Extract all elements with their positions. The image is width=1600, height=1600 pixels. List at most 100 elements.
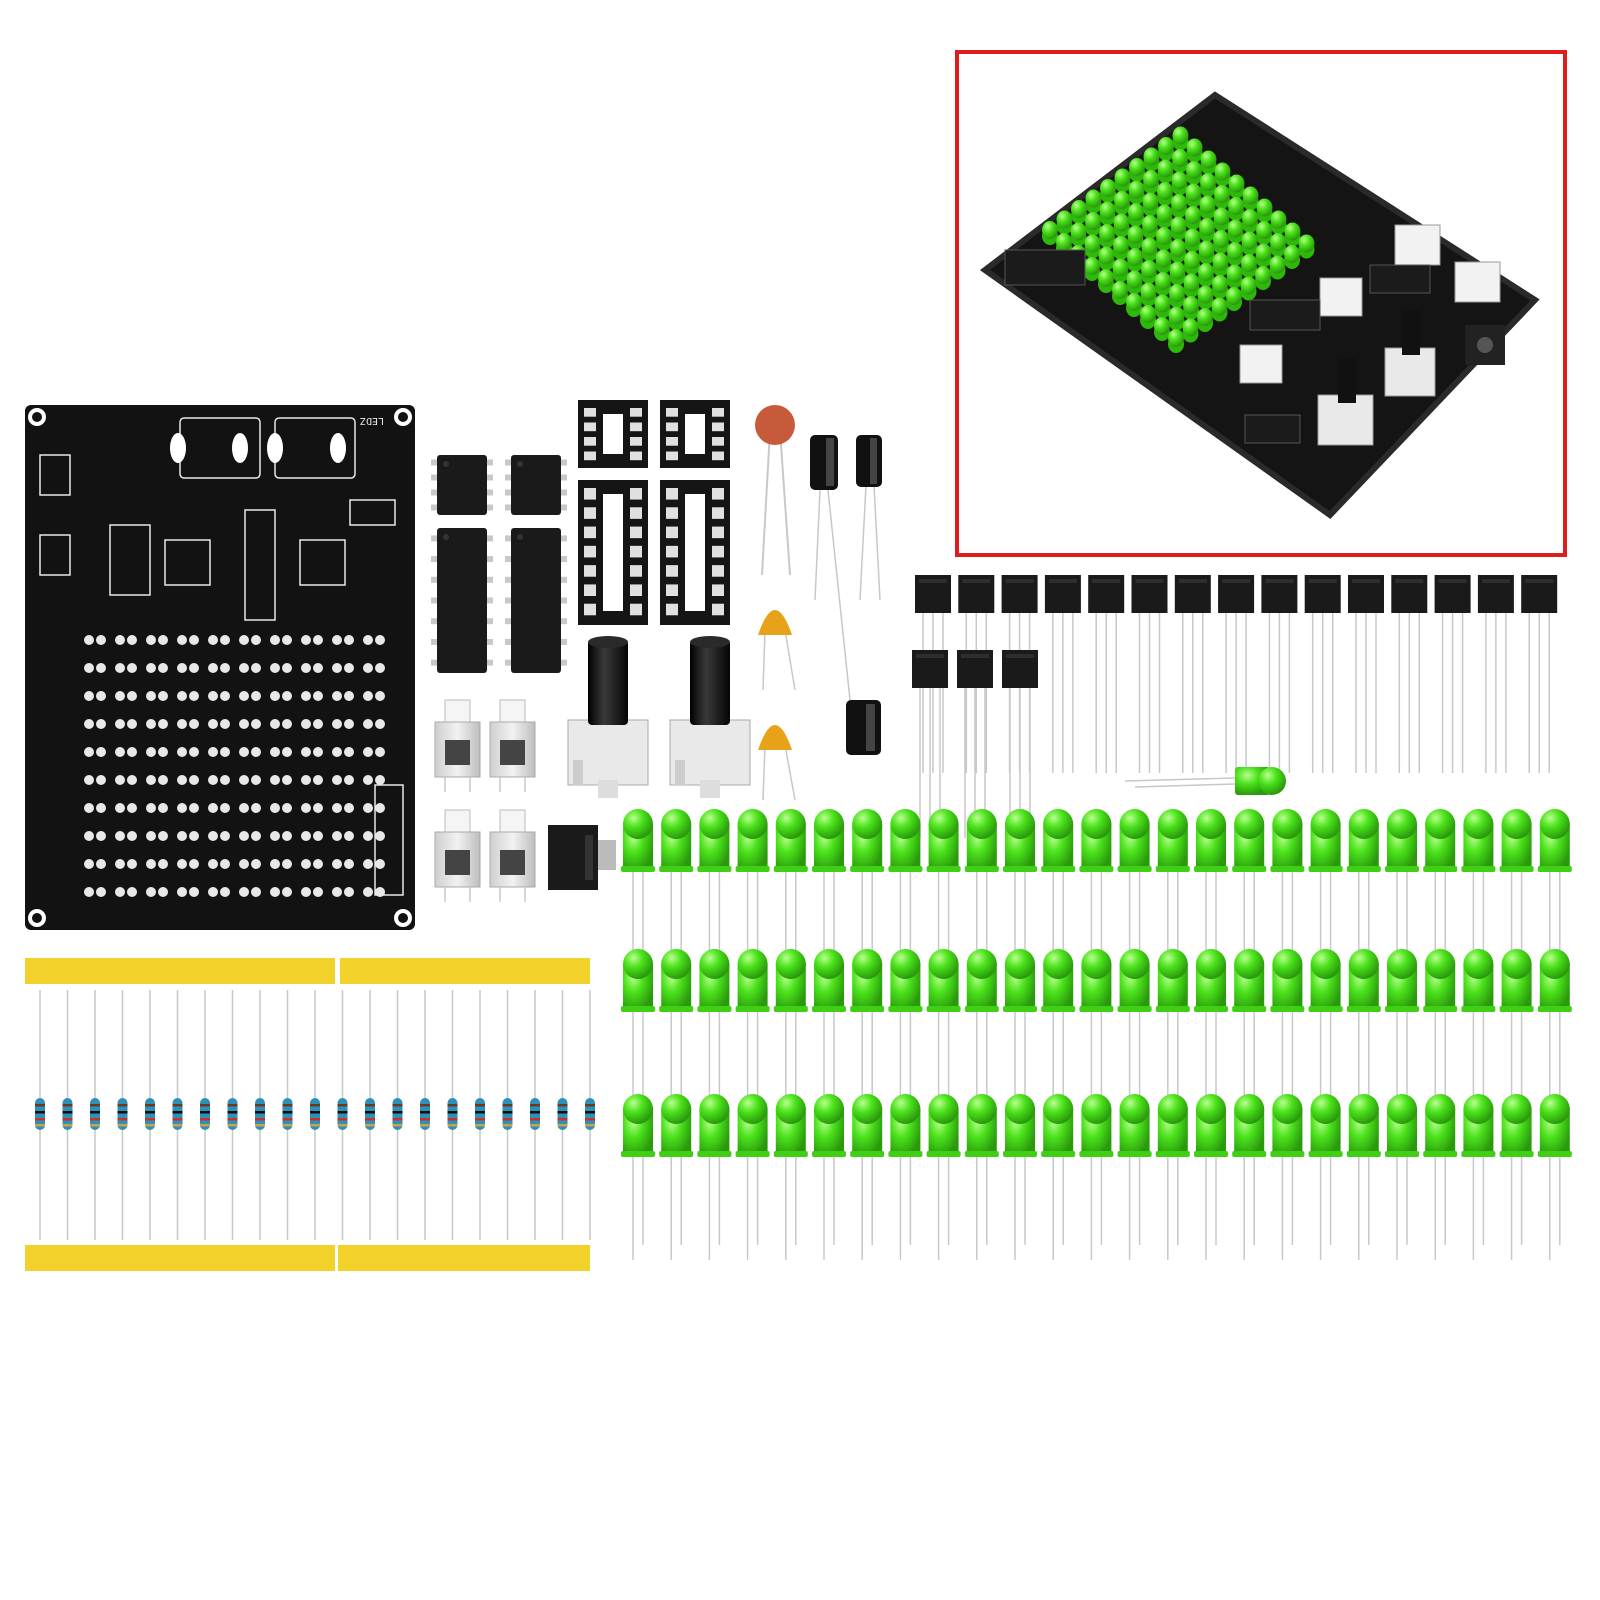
led-pad [270, 803, 280, 813]
preview-led [1226, 287, 1242, 311]
resistor-tape-top [25, 958, 335, 984]
transistor-icon [1434, 575, 1471, 773]
led-pad [115, 691, 125, 701]
preview-led [1172, 149, 1188, 173]
led-pad [115, 719, 125, 729]
preview-led [1182, 318, 1199, 343]
led-icon [1041, 949, 1076, 1115]
pcb-board: LEDZ [25, 405, 415, 930]
preview-led [1213, 207, 1230, 232]
led-pad [239, 663, 249, 673]
led-pad [363, 775, 373, 785]
led-pad [177, 691, 187, 701]
capacitors [755, 405, 882, 801]
led-pad [301, 831, 311, 841]
led-pad [146, 831, 156, 841]
preview-led [1270, 233, 1286, 257]
preview-led [1140, 282, 1157, 307]
preview-led [1171, 171, 1188, 196]
preview-led-matrix [1042, 126, 1315, 353]
led-pad [177, 747, 187, 757]
led-icon [773, 1094, 808, 1260]
preview-led [1242, 209, 1258, 233]
transistor-icon [1174, 575, 1211, 773]
preview-led [1256, 221, 1272, 245]
led-pad [301, 691, 311, 701]
preview-led [1070, 222, 1087, 247]
led-pad [270, 635, 280, 645]
ceramic-capacitor [758, 610, 796, 691]
pcb-mounting-holes [28, 408, 412, 927]
preview-led [1042, 221, 1058, 245]
led-pad [84, 635, 94, 645]
led-icon [812, 949, 846, 1115]
preview-led [1200, 150, 1217, 175]
preview-led [1084, 234, 1101, 259]
led-pad [332, 831, 342, 841]
led-icon [1537, 809, 1572, 975]
led-icon [773, 949, 808, 1115]
led-pad [146, 887, 156, 897]
led-icon [735, 1094, 770, 1260]
resistor-icon [502, 990, 513, 1240]
preview-led [1127, 248, 1143, 272]
led-pad [239, 747, 249, 757]
led-pad [146, 775, 156, 785]
led-field [621, 809, 1572, 1260]
led-pad [84, 775, 94, 785]
preview-led [1227, 242, 1243, 266]
resistor-icon [145, 990, 155, 1240]
led-pad [208, 663, 218, 673]
preview-led [1185, 206, 1201, 230]
preview-led [1143, 170, 1159, 194]
led-icon [1537, 949, 1572, 1115]
preview-led [1156, 204, 1173, 229]
dc-jack-icon [548, 825, 616, 890]
ceramic-capacitor [758, 725, 796, 801]
led-pad [115, 635, 125, 645]
preview-led [1157, 159, 1174, 184]
led-icon [1423, 809, 1458, 975]
led-icon [1117, 809, 1152, 975]
led-icon [1537, 1094, 1572, 1260]
transistor-icon [1521, 575, 1558, 773]
preview-led [1183, 273, 1200, 298]
led-pad [177, 663, 187, 673]
led-icon [659, 1094, 694, 1260]
transistor-icon [1261, 575, 1298, 773]
preview-led [1269, 255, 1286, 280]
led-pad [208, 831, 218, 841]
preview-led [1185, 183, 1202, 208]
resistor-icon [62, 990, 73, 1240]
led-pad [115, 887, 125, 897]
preview-led [1240, 276, 1257, 301]
resistor-icon [172, 990, 183, 1240]
led-pad [239, 775, 249, 785]
led-icon [697, 949, 732, 1115]
preview-led [1197, 308, 1213, 332]
preview-ics [1004, 249, 1431, 444]
resistor-icon [447, 990, 458, 1240]
preview-led [1284, 222, 1301, 247]
led-pad [363, 831, 373, 841]
preview-led [1114, 168, 1131, 193]
preview-pots [1317, 310, 1436, 446]
transistor-icon [1391, 575, 1428, 773]
led-pad [270, 747, 280, 757]
led-pad [177, 887, 187, 897]
transistor-icon [1044, 575, 1081, 773]
led-pad [177, 859, 187, 869]
led-pad [270, 775, 280, 785]
led-pad [270, 831, 280, 841]
led-icon [926, 809, 961, 975]
preview-led [1199, 218, 1215, 242]
led-pad [363, 663, 373, 673]
transistors [912, 575, 1558, 838]
preview-led [1140, 305, 1156, 329]
preview-led [1169, 261, 1186, 286]
led-icon [964, 1094, 999, 1260]
led-pad [177, 719, 187, 729]
led-icon [1155, 1094, 1190, 1260]
led-icon [1308, 1094, 1343, 1260]
preview-led [1113, 213, 1130, 238]
